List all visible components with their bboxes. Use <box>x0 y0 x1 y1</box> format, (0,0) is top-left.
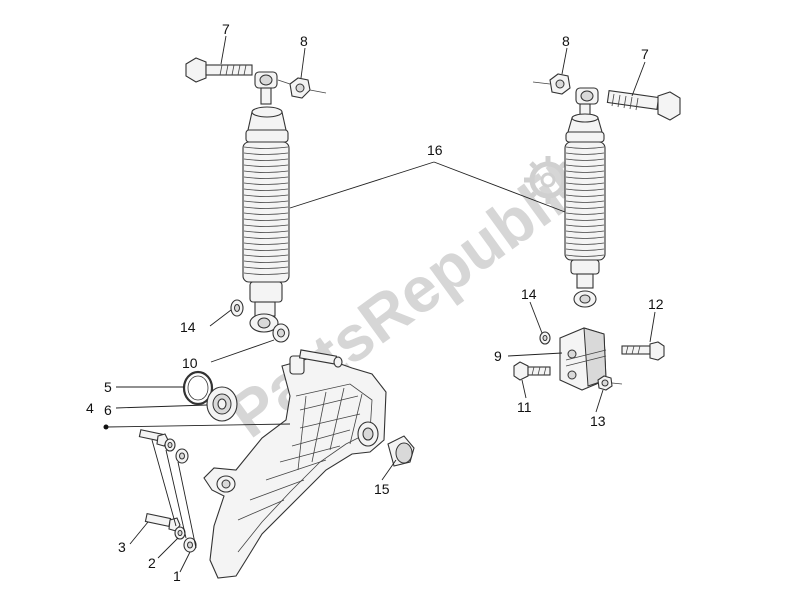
callout-13: 13 <box>590 413 606 429</box>
callout-10: 10 <box>182 355 198 371</box>
callout-1: 1 <box>173 568 181 584</box>
callout-labels: 7 8 8 7 16 14 10 5 4 6 3 2 1 15 14 12 9 … <box>86 21 664 584</box>
watermark-gear-icon <box>524 156 572 204</box>
bolt-3-upper <box>138 429 169 447</box>
reference-dot <box>103 424 109 430</box>
leader-lines <box>105 35 656 573</box>
right-upper-cap <box>565 113 605 143</box>
left-lower-body <box>249 281 283 333</box>
right-mounting-bracket <box>559 327 607 391</box>
left-upper-cap <box>245 106 289 143</box>
callout-right-7: 7 <box>641 46 649 62</box>
callout-12: 12 <box>648 296 664 312</box>
right-shock-absorber <box>513 73 681 391</box>
right-top-eye <box>575 87 599 117</box>
callout-4: 4 <box>86 400 94 416</box>
callout-6: 6 <box>104 402 112 418</box>
right-nut-13 <box>597 375 623 391</box>
lower-fasteners <box>138 429 197 553</box>
circlip <box>182 370 214 406</box>
left-nut <box>289 77 327 99</box>
swing-arm <box>203 349 387 579</box>
callout-16: 16 <box>427 142 443 158</box>
right-nut <box>532 73 571 95</box>
callout-right-8: 8 <box>562 33 570 49</box>
bushing <box>387 435 415 467</box>
callout-5: 5 <box>104 379 112 395</box>
callout-right-14: 14 <box>521 286 537 302</box>
callout-9: 9 <box>494 348 502 364</box>
right-bellows <box>564 141 606 261</box>
left-bellows <box>242 141 290 283</box>
callout-3: 3 <box>118 539 126 555</box>
right-top-bolt <box>606 89 681 121</box>
callout-15: 15 <box>374 481 390 497</box>
right-bolt-12 <box>621 341 665 361</box>
callout-11: 11 <box>517 399 532 415</box>
right-lower-body <box>570 259 600 308</box>
callout-left-8: 8 <box>300 33 308 49</box>
callout-left-14: 14 <box>180 319 196 335</box>
callout-left-7: 7 <box>222 21 230 37</box>
bearing <box>206 386 238 422</box>
right-bolt-11 <box>513 361 551 381</box>
left-top-bolt <box>185 57 253 83</box>
pivot-pin <box>298 349 343 368</box>
left-shock-absorber <box>185 57 327 343</box>
left-top-eye <box>254 71 291 105</box>
callout-2: 2 <box>148 555 156 571</box>
